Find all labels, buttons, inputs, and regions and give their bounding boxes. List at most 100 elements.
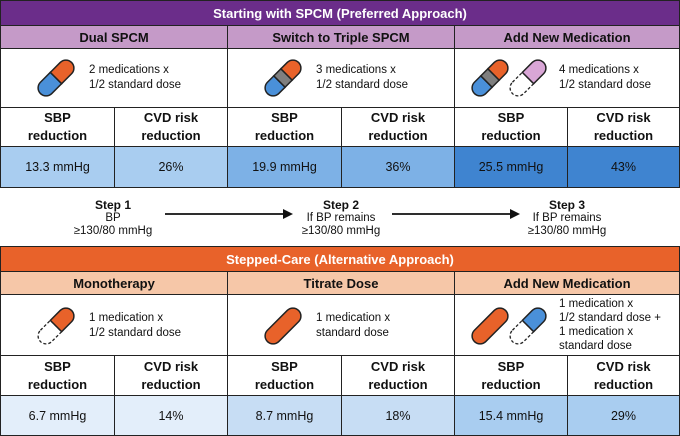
metric-label-line: reduction: [593, 128, 654, 143]
metric-label-line: SBP: [271, 110, 298, 125]
metric-label-line: reduction: [481, 376, 541, 392]
step-arrow-1-icon: [165, 209, 293, 219]
metric-label-line: SBP: [44, 358, 71, 374]
preferred-header-dual-spcm: Dual SPCM: [0, 25, 228, 49]
alternative-sbp-label-1: SBP reduction: [0, 355, 115, 396]
medication-description: 3 medications x 1/2 standard dose: [316, 63, 408, 93]
alternative-banner: Stepped-Care (Alternative Approach): [0, 246, 680, 272]
preferred-header-add-medication: Add New Medication: [454, 25, 680, 49]
value-text: 29%: [610, 408, 637, 423]
desc-line: 2 medications x: [89, 64, 169, 76]
metric-label-line: reduction: [368, 376, 428, 392]
metric-label-line: SBP: [271, 358, 298, 374]
step-line: If BP remains: [532, 212, 602, 224]
desc-line: 1 medication x: [559, 326, 634, 338]
desc-line: standard dose: [559, 340, 632, 352]
medication-description: 1 medication x 1/2 standard dose: [89, 311, 181, 341]
desc-line: 1/2 standard dose: [316, 79, 409, 91]
alternative-med-cell-3: 1 medication x 1/2 standard dose + 1 med…: [454, 294, 680, 356]
alternative-header-titrate-dose: Titrate Dose: [227, 271, 455, 295]
desc-line: 1/2 standard dose +: [559, 312, 661, 324]
desc-line: 1/2 standard dose: [559, 79, 652, 91]
metric-label-line: SBP: [497, 358, 525, 374]
step-line: If BP remains: [306, 212, 376, 224]
alternative-cvd-label-1: CVD risk reduction: [114, 355, 228, 396]
header-label: Monotherapy: [73, 275, 155, 291]
header-label: Dual SPCM: [79, 29, 149, 45]
preferred-sbp-value-3: 25.5 mmHg: [454, 146, 568, 188]
preferred-sbp-label-2: SBP reduction: [227, 107, 342, 147]
value-text: 14%: [158, 408, 184, 423]
preferred-banner: Starting with SPCM (Preferred Approach): [0, 0, 680, 26]
metric-label-line: CVD risk: [370, 358, 426, 374]
step-line: ≥130/80 mmHg: [301, 225, 381, 237]
preferred-cvd-value-3: 43%: [567, 146, 680, 188]
preferred-cvd-label-3: CVD risk reduction: [567, 107, 680, 147]
alternative-sbp-label-3: SBP reduction: [454, 355, 568, 396]
step-1: Step 1 BP ≥130/80 mmHg: [58, 199, 168, 238]
preferred-cvd-value-2: 36%: [341, 146, 455, 188]
alternative-banner-text: Stepped-Care (Alternative Approach): [226, 251, 454, 267]
header-label: Add New Medication: [503, 275, 631, 291]
pill-orange-gray-blue-icon: [471, 59, 509, 97]
alternative-sbp-label-2: SBP reduction: [227, 355, 342, 396]
alternative-cvd-label-2: CVD risk reduction: [341, 355, 455, 396]
metric-label-line: reduction: [27, 376, 88, 392]
metric-label-line: SBP: [44, 110, 71, 125]
metric-label-line: reduction: [593, 376, 654, 392]
header-label: Add New Medication: [503, 29, 631, 45]
desc-line: 1/2 standard dose: [89, 79, 182, 91]
step-title: Step 1: [94, 198, 131, 212]
metric-label-line: CVD risk: [143, 358, 199, 374]
value-text: 25.5 mmHg: [478, 160, 544, 174]
alternative-sbp-value-1: 6.7 mmHg: [0, 395, 115, 436]
pill-orange-full-icon: [264, 307, 302, 345]
preferred-sbp-value-1: 13.3 mmHg: [0, 146, 115, 188]
value-text: 43%: [610, 160, 637, 174]
metric-label-line: reduction: [141, 376, 201, 392]
desc-line: 1 medication x: [89, 312, 164, 324]
value-text: 19.9 mmHg: [252, 160, 317, 174]
step-3: Step 3 If BP remains ≥130/80 mmHg: [512, 199, 622, 238]
alternative-cvd-value-2: 18%: [341, 395, 455, 436]
metric-label-line: CVD risk: [596, 110, 651, 125]
medication-description: 4 medications x 1/2 standard dose: [559, 63, 651, 93]
header-label: Titrate Dose: [303, 275, 379, 291]
medication-description: 2 medications x 1/2 standard dose: [89, 63, 181, 93]
pill-orange-full-icon: [471, 307, 509, 345]
metric-label-line: CVD risk: [143, 110, 199, 125]
preferred-banner-text: Starting with SPCM (Preferred Approach): [213, 5, 467, 21]
step-2: Step 2 If BP remains ≥130/80 mmHg: [286, 199, 396, 238]
value-text: 18%: [385, 408, 411, 423]
alternative-cvd-value-1: 14%: [114, 395, 228, 436]
step-line: BP: [105, 212, 121, 224]
metric-label-line: reduction: [141, 128, 201, 143]
step-line: ≥130/80 mmHg: [527, 225, 607, 237]
preferred-header-triple-spcm: Switch to Triple SPCM: [227, 25, 455, 49]
value-text: 15.4 mmHg: [478, 408, 544, 423]
desc-line: standard dose: [316, 327, 389, 339]
alternative-sbp-value-2: 8.7 mmHg: [227, 395, 342, 436]
metric-label-line: reduction: [254, 376, 315, 392]
desc-line: 1/2 standard dose: [89, 327, 182, 339]
preferred-cvd-label-1: CVD risk reduction: [114, 107, 228, 147]
alternative-sbp-value-3: 15.4 mmHg: [454, 395, 568, 436]
value-text: 26%: [158, 160, 184, 174]
desc-line: 1 medication x: [559, 298, 634, 310]
metric-label-line: reduction: [254, 128, 315, 143]
value-text: 13.3 mmHg: [25, 160, 90, 174]
pill-orange-blue-icon: [37, 59, 75, 97]
desc-line: 3 medications x: [316, 64, 396, 76]
metric-label-line: reduction: [27, 128, 88, 143]
medication-description: 1 medication x 1/2 standard dose + 1 med…: [559, 297, 661, 353]
value-text: 8.7 mmHg: [255, 408, 314, 423]
metric-label-line: CVD risk: [370, 110, 426, 125]
desc-line: 4 medications x: [559, 64, 639, 76]
value-text: 6.7 mmHg: [28, 408, 87, 423]
step-title: Step 2: [322, 198, 359, 212]
desc-line: 1 medication x: [316, 312, 391, 324]
pill-pink-dashed-icon: [509, 59, 547, 97]
